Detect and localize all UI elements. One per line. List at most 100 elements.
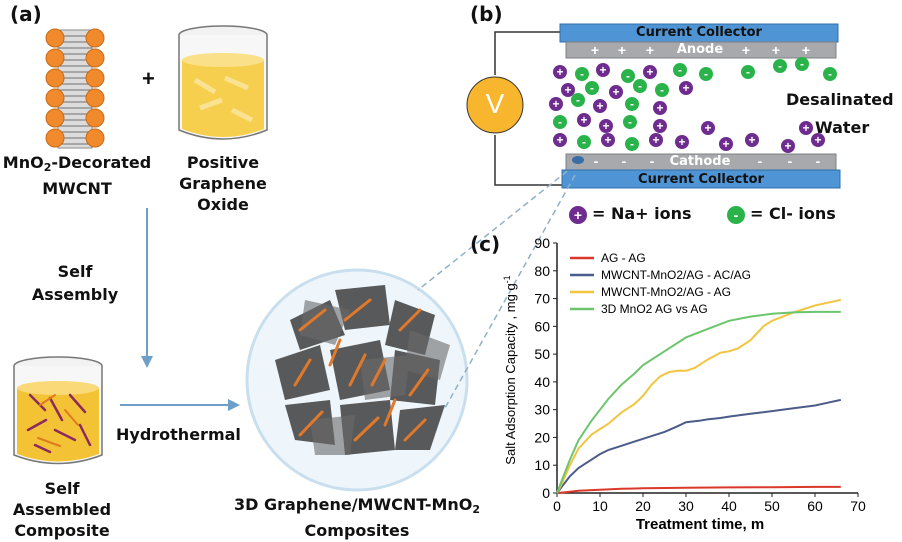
cl-ion-icon: - [699, 67, 713, 81]
legend-label-3: 3D MnO2 AG vs AG [601, 302, 708, 316]
3d-caption-line2: Composites [304, 521, 410, 540]
na-ion-icon: + [599, 119, 613, 133]
svg-text:-: - [800, 57, 804, 71]
svg-text:+: + [678, 135, 685, 149]
y-tick-label: 40 [534, 374, 550, 390]
y-tick-label: 0 [542, 485, 550, 501]
go-caption-line2: Graphene Oxide [179, 174, 267, 214]
mwcnt-icon [45, 28, 105, 149]
svg-text:-: - [828, 67, 832, 81]
svg-text:-: - [704, 67, 708, 81]
anode-label: Anode [676, 42, 724, 57]
svg-text:+: + [656, 119, 663, 133]
cl-ion-icon: - [553, 115, 567, 129]
y-tick-label: 50 [534, 346, 550, 362]
mwcnt-caption-main: MnO [2, 153, 44, 172]
na-ion-icon: + [653, 101, 667, 115]
mwcnt-caption: MnO2-Decorated MWCNT [2, 152, 152, 199]
anode-electrode [565, 41, 837, 59]
y-tick-label: 60 [534, 318, 550, 334]
legend-label-2: MWCNT-MnO2/AG - AG [601, 285, 731, 299]
anode-plus-mark: + [618, 42, 626, 58]
y-axis-label-main: Salt Adsorption Capacity , mg g [503, 283, 518, 464]
y-tick-label: 20 [534, 429, 550, 445]
svg-text:-: - [660, 83, 664, 97]
ions-group: +-+-+------+-+--++-+-+-++-++++-+-+++++++… [549, 42, 837, 169]
svg-text:+: + [784, 139, 791, 153]
y-axis-label: Salt Adsorption Capacity , mg g-1 [502, 275, 518, 464]
na-ion-icon: + [643, 65, 657, 79]
cathode-minus-mark: - [816, 153, 821, 169]
voltmeter-icon [466, 76, 524, 134]
svg-text:+: + [722, 137, 729, 151]
svg-text:-: - [582, 135, 586, 149]
composite-caption-line1: Self Assembled [12, 479, 112, 519]
series-line-1 [556, 398, 842, 494]
svg-text:-: - [580, 67, 584, 81]
self-assembly-line2: Assembly [31, 285, 119, 304]
svg-text:-: - [746, 65, 750, 79]
svg-text:+: + [814, 133, 821, 147]
panel-label-b: (b) [470, 2, 503, 26]
series-line-2 [556, 298, 842, 494]
cl-ion-icon: - [741, 65, 755, 79]
na-ion-icon: + [549, 97, 563, 111]
svg-text:+: + [556, 133, 563, 147]
legend-na-icon: + [569, 206, 587, 224]
legend-na-sign: + [574, 207, 582, 223]
na-ion-icon: + [653, 119, 667, 133]
na-ion-icon: + [609, 85, 623, 99]
anode-plus-mark: + [802, 42, 810, 58]
desalinated-line2: Water [815, 118, 870, 137]
voltmeter-label: V [485, 88, 505, 119]
svg-text:+: + [646, 65, 653, 79]
na-ion-icon: + [811, 133, 825, 147]
cl-ion-icon: - [673, 63, 687, 77]
x-tick-label: 30 [678, 498, 694, 514]
x-tick-label: 70 [850, 498, 866, 514]
x-tick-label: 60 [807, 498, 823, 514]
na-ion-icon: + [553, 65, 567, 79]
mwcnt-caption-rest: -Decorated [51, 153, 152, 172]
svg-text:+: + [552, 97, 559, 111]
legend-label-1: MWCNT-MnO2/AG - AC/AG [601, 268, 751, 282]
svg-text:-: - [630, 137, 634, 151]
svg-text:+: + [564, 83, 571, 97]
legend-cl-label: = Cl- ions [750, 204, 836, 223]
cl-ion-icon: - [571, 93, 585, 107]
na-ion-icon: + [649, 133, 663, 147]
circuit-wire [494, 31, 562, 186]
svg-text:-: - [590, 81, 594, 95]
current-collector-bottom [561, 169, 841, 189]
y-tick-label: 80 [534, 263, 550, 279]
3d-composite-sphere-icon [245, 268, 469, 492]
legend-label-0: AG - AG [601, 251, 646, 265]
svg-text:+: + [748, 133, 755, 147]
na-ion-icon: + [553, 133, 567, 147]
x-tick-label: 40 [721, 498, 737, 514]
x-tick-label: 10 [592, 498, 608, 514]
svg-text:+: + [596, 99, 603, 113]
anode-plus-mark: + [591, 42, 599, 58]
svg-text:-: - [778, 59, 782, 73]
legend-cl-sign: - [734, 207, 739, 223]
self-assembled-composite-caption: Self Assembled Composite [0, 478, 124, 541]
mwcnt-caption-sub: 2 [43, 161, 52, 174]
graphene-oxide-caption: Positive Graphene Oxide [158, 152, 288, 215]
panel-label-a: (a) [10, 2, 42, 26]
go-caption-line1: Positive [186, 153, 260, 172]
cathode-minus-mark: - [594, 153, 599, 169]
svg-text:-: - [558, 115, 562, 129]
x-axis-label: Treatment time, m [636, 516, 764, 533]
cl-ion-icon: - [823, 67, 837, 81]
plus-sign: + [142, 66, 155, 91]
self-assembled-composite-beaker-icon [13, 356, 103, 465]
na-ion-icon: + [719, 137, 733, 151]
zoom-guide-lines [417, 164, 576, 409]
cl-ion-icon: - [585, 81, 599, 95]
self-assembly-label: Self Assembly [30, 260, 120, 306]
cl-ion-icon: - [655, 83, 669, 97]
